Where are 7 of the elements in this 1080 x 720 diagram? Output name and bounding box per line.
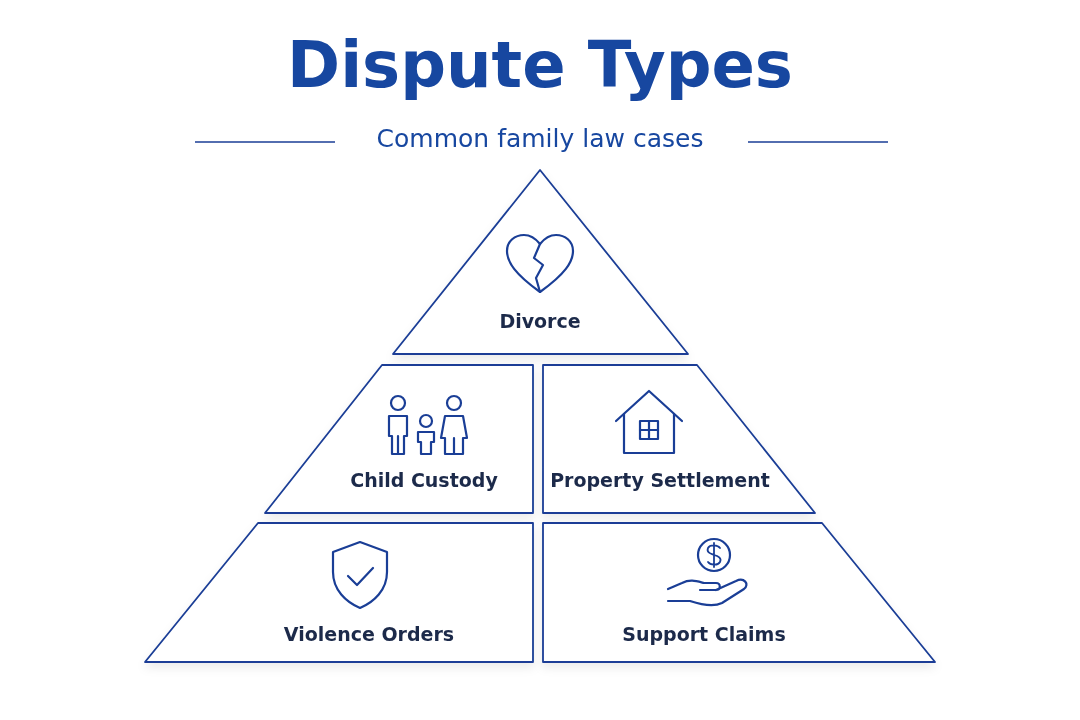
tier-label: Divorce bbox=[499, 310, 581, 332]
tier-label: Property Settlement bbox=[550, 469, 770, 491]
title: Dispute Types bbox=[286, 28, 794, 102]
tier-label: Support Claims bbox=[622, 623, 786, 645]
tier-label: Child Custody bbox=[350, 469, 498, 491]
tier-label: Violence Orders bbox=[283, 623, 455, 645]
subtitle: Common family law cases bbox=[375, 124, 705, 153]
